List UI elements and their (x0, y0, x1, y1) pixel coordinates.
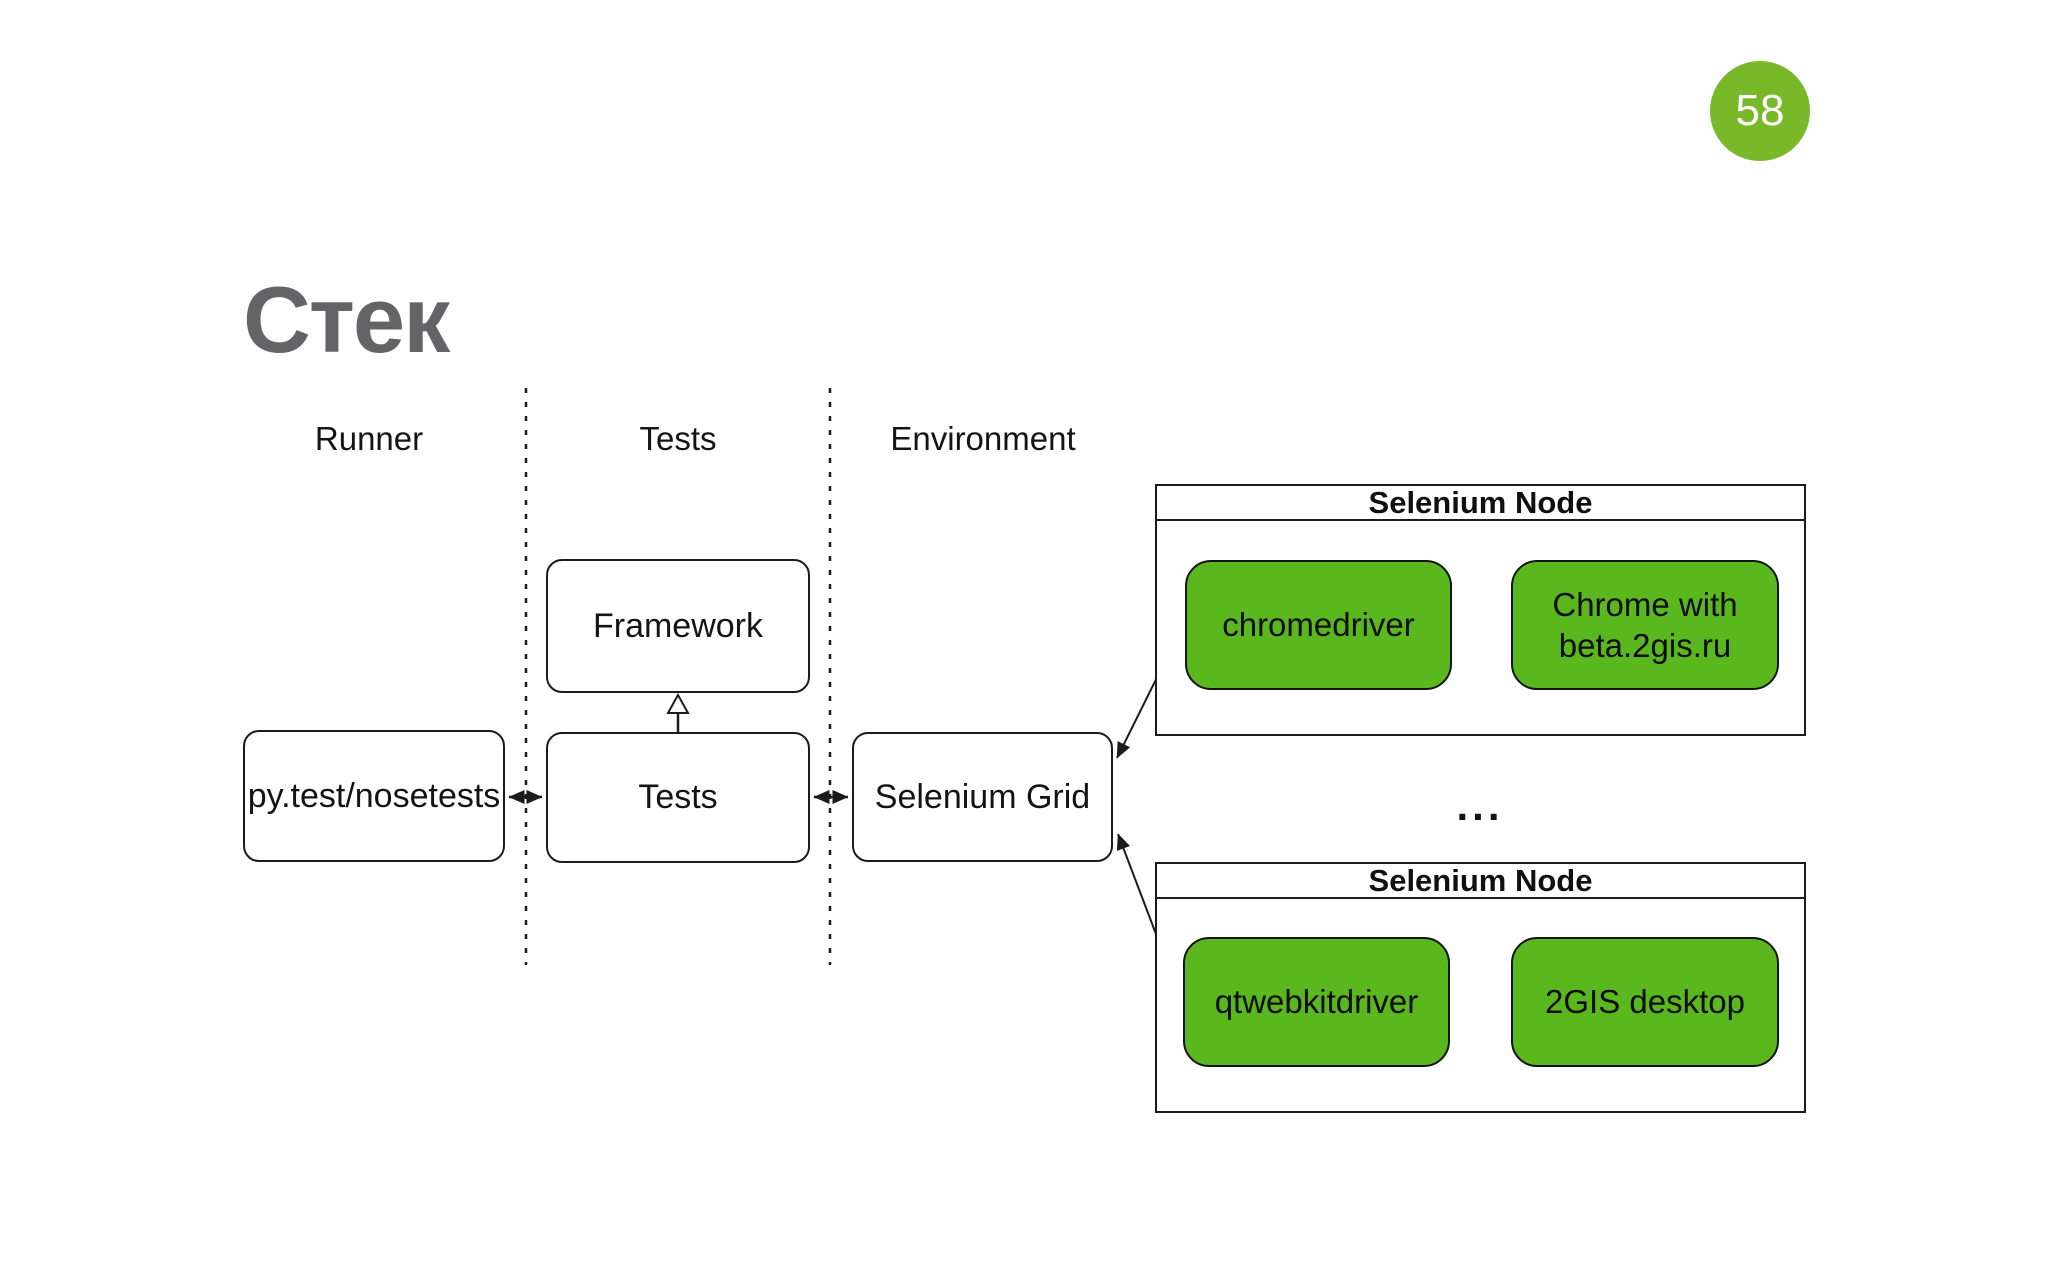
box-chromedriver: chromedriver (1185, 560, 1452, 690)
box-framework: Framework (546, 559, 810, 693)
box-qtwebkitdriver: qtwebkitdriver (1183, 937, 1450, 1067)
slide-number: 58 (1735, 86, 1785, 135)
box-tests: Tests (546, 732, 810, 863)
box-chrome-beta-2gis: Chrome with beta.2gis.ru (1511, 560, 1779, 690)
selenium-node-2-title: Selenium Node (1157, 863, 1804, 899)
box-2gis-desktop: 2GIS desktop (1511, 937, 1779, 1067)
box-pytest-nosetests: py.test/nosetests (243, 730, 505, 862)
box-selenium-grid: Selenium Grid (852, 732, 1113, 862)
selenium-node-1-title: Selenium Node (1157, 485, 1804, 521)
column-label-runner: Runner (314, 420, 424, 457)
page-title: Стек (243, 266, 450, 372)
generalization-arrowhead (666, 692, 690, 714)
more-nodes-ellipsis: ... (1456, 782, 1504, 829)
slide-number-badge: 58 (1710, 61, 1810, 161)
column-label-environment: Environment (890, 420, 1076, 457)
column-label-tests: Tests (639, 420, 717, 457)
